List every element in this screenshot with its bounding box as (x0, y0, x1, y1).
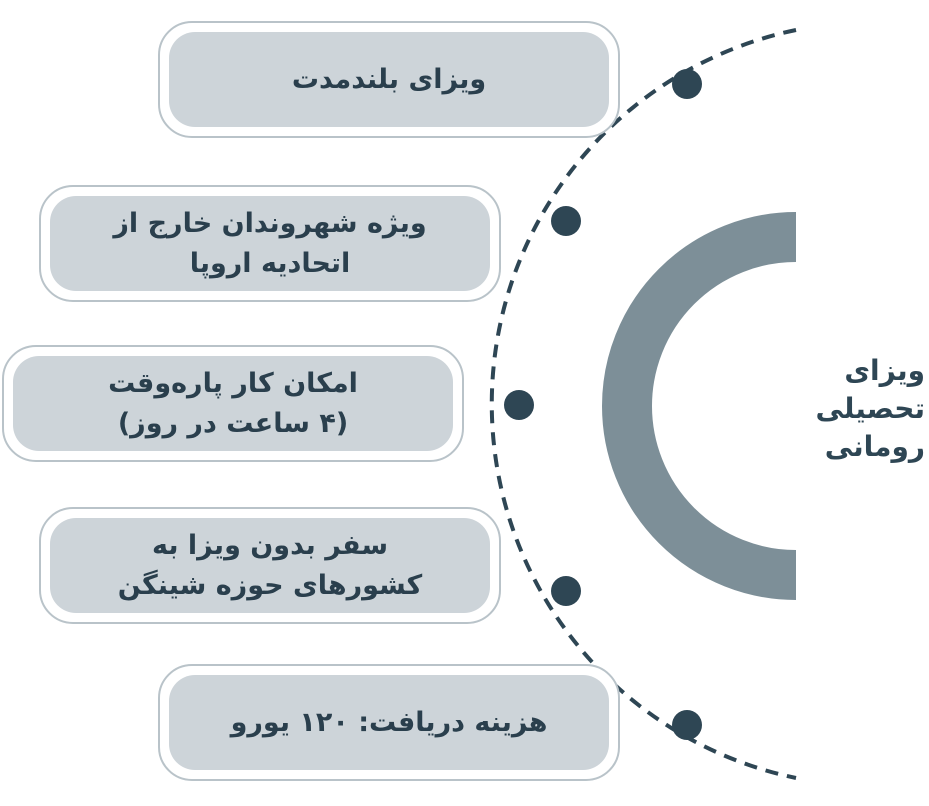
feature-pill-part-time-work: امکان کار پاره‌وقت (۴ ساعت در روز) (2, 345, 464, 462)
feature-pill-schengen-travel: سفر بدون ویزا به کشورهای حوزه شینگن (39, 507, 501, 624)
feature-label: ویژه شهروندان خارج از اتحادیه اروپا (113, 207, 427, 279)
feature-pill-fill: امکان کار پاره‌وقت (۴ ساعت در روز) (13, 356, 453, 451)
timeline-dot-5 (672, 710, 702, 740)
timeline-dot-4 (551, 576, 581, 606)
timeline-dot-1 (672, 69, 702, 99)
feature-pill-fill: سفر بدون ویزا به کشورهای حوزه شینگن (50, 518, 490, 613)
timeline-dot-2 (551, 206, 581, 236)
feature-pill-fill: هزینه دریافت: ۱۲۰ یورو (169, 675, 609, 770)
timeline-dot-3 (504, 390, 534, 420)
dashed-outer-arc (489, 28, 797, 780)
center-title: ویزای تحصیلی رومانی (815, 354, 925, 463)
feature-label: امکان کار پاره‌وقت (۴ ساعت در روز) (108, 367, 358, 439)
feature-pill-non-eu-citizens: ویژه شهروندان خارج از اتحادیه اروپا (39, 185, 501, 302)
feature-pill-long-term-visa: ویزای بلندمدت (158, 21, 620, 138)
inner-half-ring (602, 212, 797, 600)
feature-pill-fill: ویژه شهروندان خارج از اتحادیه اروپا (50, 196, 490, 291)
feature-label: ویزای بلندمدت (291, 63, 487, 95)
feature-label: سفر بدون ویزا به کشورهای حوزه شینگن (117, 529, 423, 601)
feature-label: هزینه دریافت: ۱۲۰ یورو (230, 706, 548, 738)
feature-pill-fill: ویزای بلندمدت (169, 32, 609, 127)
feature-pill-fee: هزینه دریافت: ۱۲۰ یورو (158, 664, 620, 781)
